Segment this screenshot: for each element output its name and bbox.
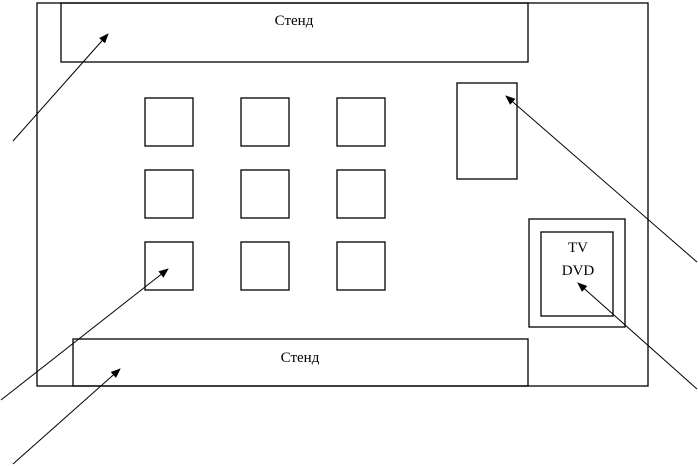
pointer-arrow-cabinet xyxy=(505,95,698,263)
desk xyxy=(336,169,386,219)
desk xyxy=(240,97,290,147)
cabinet xyxy=(456,82,518,180)
tv-label: TV xyxy=(568,240,588,256)
desk-grid xyxy=(144,97,386,291)
pointer-arrow-tv-dvd xyxy=(577,282,698,390)
pointer-arrow-stand-top xyxy=(12,33,109,142)
pointer-arrow-stand-bottom xyxy=(12,368,121,465)
room-outline xyxy=(36,2,649,387)
desk xyxy=(144,241,194,291)
tv-dvd-unit: TV DVD xyxy=(528,218,626,328)
stand-bottom-label: Стенд xyxy=(281,350,320,366)
stand-bottom-box xyxy=(72,338,529,387)
desk xyxy=(336,97,386,147)
stand-top-label: Стенд xyxy=(275,13,314,29)
dvd-label: DVD xyxy=(562,263,595,279)
desk xyxy=(240,169,290,219)
desk xyxy=(144,169,194,219)
tv-screen xyxy=(540,231,614,317)
pointer-arrow-desk xyxy=(0,268,169,401)
stand-top: Стенд xyxy=(60,2,529,63)
tv-stand-outer xyxy=(528,218,626,328)
desk xyxy=(240,241,290,291)
desk xyxy=(336,241,386,291)
stand-top-box xyxy=(60,2,529,63)
stand-bottom: Стенд xyxy=(72,338,529,387)
desk xyxy=(144,97,194,147)
